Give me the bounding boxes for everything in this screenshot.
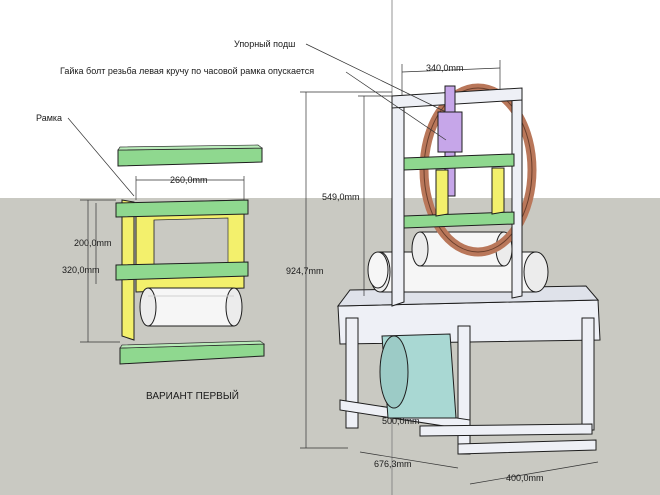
machine-assembly [336,83,601,455]
dim-924: 924,7mm [286,266,324,276]
dim-549: 549,0mm [322,192,360,202]
dim-200: 200,0mm [74,238,112,248]
thrust-bearing [437,111,463,153]
dim-260: 260,0mm [170,175,208,185]
dim-line-340 [401,67,501,73]
dim-line-676 [359,451,459,469]
caption-variant-one: ВАРИАНТ ПЕРВЫЙ [146,389,239,402]
callouts: Упорный подш Гайка болт резьба левая кру… [60,39,447,141]
leg-back-right [581,317,595,431]
dim-line-400 [469,461,599,485]
post-left [391,99,405,307]
green-bar-lower [115,261,249,281]
dim-320: 320,0mm [62,265,100,275]
roller-drum [147,287,235,327]
top-beam [391,87,523,109]
side-pulley [367,251,389,289]
dim-340: 340,0mm [426,63,464,73]
label-thrust-bearing: Упорный подш [234,39,295,49]
leg-front-left [345,317,359,429]
green-crossbar-lower [403,211,515,229]
dim-500: 500,0mm [382,416,420,426]
dim-676: 676,3mm [374,459,412,469]
green-crossbar-upper [403,153,515,171]
post-right [511,93,523,299]
variant-one-assembly: 260,0mm 200,0mm 320,0mm Рамка ВАРИАНТ ПЕ… [36,113,266,402]
green-bar-upper [115,199,249,218]
yellow-slider-left [435,169,449,217]
sky-background [0,0,660,200]
machine-dimensions: 340,0mm 549,0mm 924,7mm 500,0mm 676,3mm … [286,60,599,485]
label-frame: Рамка [36,113,62,123]
yellow-slider-right [491,167,505,215]
label-nut-bolt: Гайка болт резьба левая кручу по часовой… [60,66,314,76]
dim-400: 400,0mm [506,473,544,483]
